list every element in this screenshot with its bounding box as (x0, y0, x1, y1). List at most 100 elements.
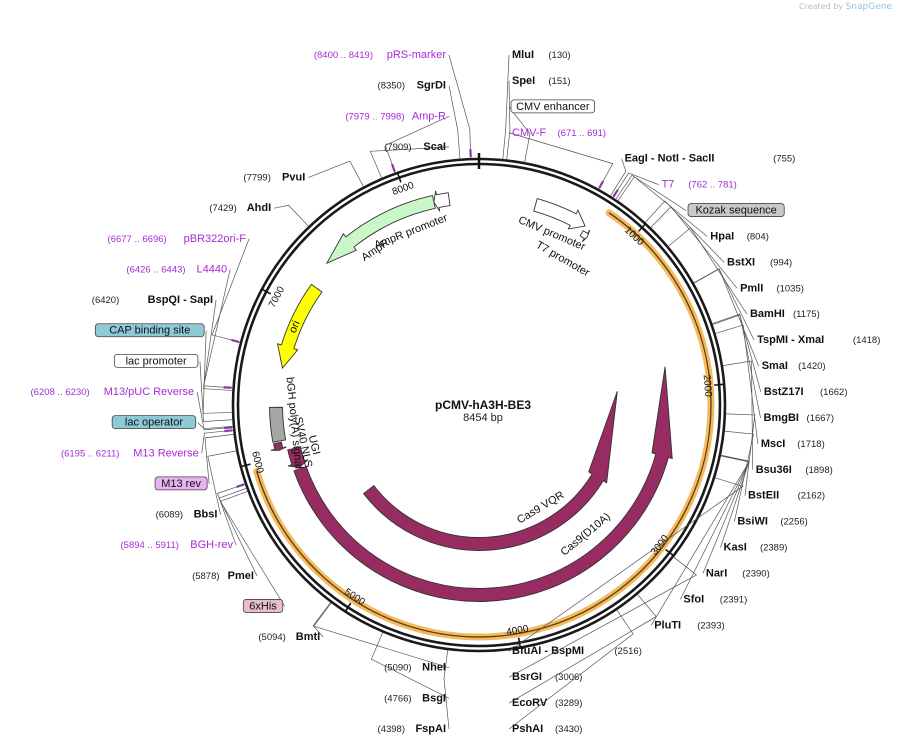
primer-label-cmv-f: CMV-F (512, 127, 547, 139)
site-pos-bstz17i: (1662) (820, 387, 847, 398)
leader-prs-marker (448, 54, 472, 159)
leader-scai (369, 146, 450, 179)
primer-label-prs-marker: pRS-marker (387, 49, 447, 61)
leader-bbsi (207, 450, 237, 515)
box-kozak-sequence (687, 203, 785, 217)
feature-cas9-vqr (362, 391, 618, 551)
box-cmv-enhancer (510, 99, 595, 114)
tick-mark-2000 (714, 383, 725, 386)
leader-ecorv (508, 594, 657, 704)
highlight-band (253, 209, 715, 641)
site-name-nari: NarI (706, 567, 727, 579)
site-pos-bbsi: (6089) (156, 510, 183, 521)
site-name-bsteii: BstEII (748, 490, 779, 502)
site-pos-ecorv: (3289) (555, 698, 582, 709)
primer-pos-amp-r: (7979 .. 7998) (345, 111, 404, 122)
leader-sfoi (680, 455, 750, 600)
site-pos-bstxi: (994) (770, 257, 792, 268)
site-pos-pvui: (7799) (243, 173, 270, 184)
site-pos-pshai: (3430) (555, 724, 582, 735)
leader-bstxi (645, 200, 725, 263)
site-pos-pluti: (2393) (697, 620, 724, 631)
primer-label-m13-puc-reverse: M13/pUC Reverse (104, 386, 194, 398)
feature-bgh-poly-a-signal (269, 406, 287, 443)
tick-mark-8000 (396, 172, 402, 183)
tick-label-2000: 2000 (701, 374, 714, 398)
site-pos-bsteii: (2162) (798, 491, 825, 502)
site-pos-pmei: (5878) (192, 571, 219, 582)
tick-label-6000: 6000 (249, 450, 265, 475)
leader-cap-binding-site (202, 330, 233, 414)
site-pos-bamhi: (1175) (793, 309, 820, 320)
labels-layer: MluI(130)SpeI(151)CMV enhancerCMV-F(671 … (31, 49, 881, 735)
tick-mark-6000 (240, 463, 251, 468)
box-lac-operator (111, 415, 197, 430)
leader-msci (715, 324, 759, 444)
box-6xhis (242, 599, 284, 613)
site-name-smai: SmaI (762, 360, 788, 372)
site-pos-eagi: (755) (773, 154, 795, 165)
site-pos-bsiwi: (2256) (780, 517, 807, 528)
site-name-bmti: BmtI (296, 631, 320, 643)
feature-ori (277, 283, 323, 370)
feature-t7-promoter (579, 229, 591, 243)
site-name-sfoi: SfoI (683, 593, 704, 605)
snapgene-credit: Created by SnapGene (799, 2, 892, 12)
site-name-nhei: NheI (422, 662, 446, 674)
site-pos-smai: (1420) (798, 361, 825, 372)
leader-bsrgi (508, 556, 698, 678)
leader-bfuai (508, 477, 744, 652)
site-name-bstz17i: BstZ17I (764, 386, 804, 398)
feature-sv40-nls (270, 441, 287, 451)
primer-pos-bgh-rev: (5894 .. 5911) (121, 540, 179, 551)
leader-tspmi (693, 268, 755, 341)
site-name-bsu36i: Bsu36I (756, 464, 792, 476)
site-name-fspai: FspAI (415, 723, 446, 735)
leader-fspai (443, 649, 450, 730)
site-name-bsiwi: BsiWI (737, 516, 768, 528)
leader-m13-rev (204, 434, 234, 484)
site-pos-nhei: (5090) (384, 663, 411, 674)
site-name-mlui: MluI (512, 49, 534, 61)
site-name-scai: ScaI (423, 141, 446, 153)
leader-eagi (610, 158, 627, 197)
leader-bsteii (725, 413, 756, 496)
leader-bmgbi (712, 314, 761, 418)
feature-ugi (287, 446, 309, 468)
leader-m13-reverse (201, 429, 234, 454)
site-name-tspmi: TspMI - XmaI (757, 334, 824, 346)
leader-bspqi (203, 300, 233, 391)
site-name-sgrdi: SgrDI (417, 80, 446, 92)
leader-pshai (508, 609, 634, 730)
primer-label-m13-reverse: M13 Reverse (133, 447, 198, 459)
site-name-spei: SpeI (512, 75, 535, 87)
leader-bmti (312, 602, 331, 638)
site-pos-nari: (2390) (742, 568, 769, 579)
leader-cmv-enhancer (508, 106, 531, 163)
leader-pbr322ori-f (211, 238, 250, 343)
site-pos-kasi: (2389) (760, 543, 787, 554)
box-label-cmv-enhancer: CMV enhancer (516, 101, 590, 113)
leader-bamhi (668, 227, 748, 315)
leader-hpai (617, 176, 708, 237)
primer-label-amp-r: Amp-R (412, 110, 446, 122)
primer-label-l4440: L4440 (196, 263, 227, 275)
site-pos-bsgi: (4766) (384, 693, 411, 704)
site-pos-sfoi: (2391) (720, 594, 747, 605)
feature-label-ori: ori (287, 319, 303, 335)
feature-cmv-promoter (533, 198, 586, 230)
feature-label-ugi: UGI (306, 434, 322, 456)
leader-pvui (308, 160, 364, 187)
leader-bstz17i (712, 313, 762, 393)
site-pos-scai: (7909) (384, 142, 411, 153)
site-name-bmgbi: BmgBI (764, 412, 799, 424)
primer-pos-l4440: (6426 .. 6443) (126, 264, 185, 275)
primer-pos-prs-marker: (8400 .. 8419) (314, 50, 373, 61)
box-label-6xhis: 6xHis (249, 600, 277, 612)
site-pos-bmti: (5094) (258, 632, 285, 643)
leader-sgrdi (448, 85, 461, 159)
primer-label-pbr322ori-f: pBR322ori-F (184, 233, 247, 245)
tick-label-4000: 4000 (506, 624, 530, 639)
tick-label-7000: 7000 (267, 284, 287, 309)
